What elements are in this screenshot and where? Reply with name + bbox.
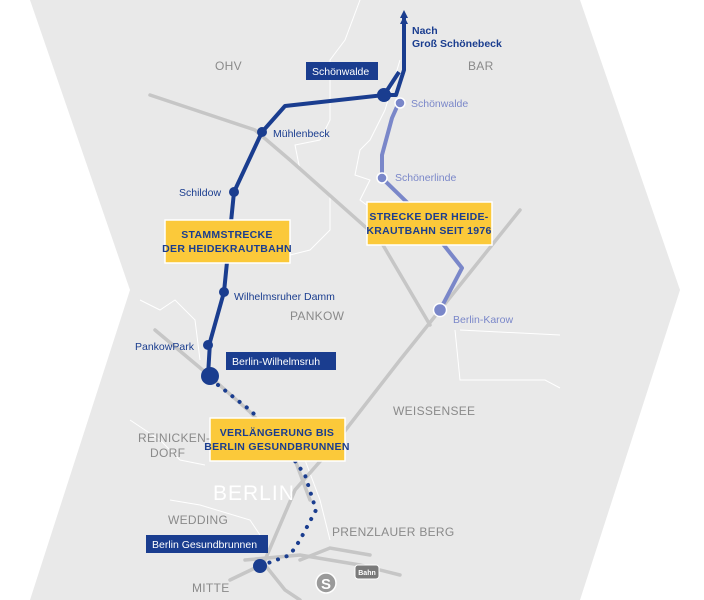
main-station-markers bbox=[201, 88, 391, 573]
station-box-gesundbrunnen[interactable]: Berlin Gesundbrunnen bbox=[146, 535, 268, 553]
district-label-wedding: WEDDING bbox=[168, 513, 228, 527]
direction-label-line1: Nach bbox=[412, 25, 438, 37]
callout-seit-1976-line1: STRECKE DER HEIDE- bbox=[369, 211, 488, 223]
bahn-icon: Bahn bbox=[354, 564, 380, 580]
callout-seit-1976-line2: KRAUTBAHN SEIT 1976 bbox=[366, 225, 491, 237]
station-marker-wilhelmsruher-damm[interactable] bbox=[219, 287, 229, 297]
station-marker-gesundbrunnen[interactable] bbox=[253, 559, 267, 573]
callout-verlaengerung-line2: BERLIN GESUNDBRUNNEN bbox=[204, 441, 349, 453]
station-box-schoenwalde[interactable]: Schönwalde bbox=[306, 62, 378, 80]
station-label-pankowpark: PankowPark bbox=[135, 341, 195, 353]
secondary-station-markers bbox=[376, 97, 448, 318]
station-box-label-wilhelmsruh: Berlin-Wilhelmsruh bbox=[232, 356, 320, 368]
district-label-reinickendorf-1: REINICKEN- bbox=[138, 431, 210, 445]
station-marker-schoenwalde-main[interactable] bbox=[377, 88, 391, 102]
station-box-label-gesundbrunnen: Berlin Gesundbrunnen bbox=[152, 539, 257, 551]
station-marker-schoenwalde-secondary[interactable] bbox=[394, 97, 406, 109]
station-marker-karow[interactable] bbox=[432, 302, 448, 318]
district-label-prenzlauer-berg: PRENZLAUER BERG bbox=[332, 525, 455, 539]
callout-stammstrecke-line2: DER HEIDEKRAUTBAHN bbox=[162, 243, 292, 255]
station-label-muehlenbeck: Mühlenbeck bbox=[273, 128, 330, 140]
district-label-weissensee: WEISSENSEE bbox=[393, 404, 475, 418]
district-label-reinickendorf-2: DORF bbox=[150, 446, 185, 460]
bahn-icon-label: Bahn bbox=[358, 570, 376, 577]
callout-seit-1976: STRECKE DER HEIDE- KRAUTBAHN SEIT 1976 bbox=[366, 201, 493, 246]
line-extension-dotted bbox=[216, 383, 319, 568]
direction-label-line2: Groß Schönebeck bbox=[412, 38, 502, 50]
callout-stammstrecke: STAMMSTRECKE DER HEIDEKRAUTBAHN bbox=[162, 219, 292, 264]
callout-verlaengerung-line1: VERLÄNGERUNG BIS bbox=[220, 426, 334, 439]
callout-verlaengerung: VERLÄNGERUNG BIS BERLIN GESUNDBRUNNEN bbox=[204, 417, 349, 462]
station-marker-schildow[interactable] bbox=[229, 187, 239, 197]
station-box-wilhelmsruh[interactable]: Berlin-Wilhelmsruh bbox=[226, 352, 336, 370]
station-box-label-schoenwalde: Schönwalde bbox=[312, 66, 369, 78]
district-label-mitte: MITTE bbox=[192, 581, 230, 595]
station-marker-schoenerlinde[interactable] bbox=[376, 172, 388, 184]
city-label-berlin: BERLIN bbox=[213, 482, 295, 505]
district-label-pankow: PANKOW bbox=[290, 309, 345, 323]
station-marker-muehlenbeck[interactable] bbox=[257, 127, 267, 137]
station-marker-pankowpark[interactable] bbox=[203, 340, 213, 350]
station-label-schoenerlinde: Schönerlinde bbox=[395, 172, 456, 184]
station-label-schoenwalde-secondary: Schönwalde bbox=[411, 98, 468, 110]
map-background-shape bbox=[30, 0, 680, 600]
direction-arrow-icon bbox=[400, 10, 408, 24]
station-label-karow: Berlin-Karow bbox=[453, 314, 514, 326]
sbahn-icon: S bbox=[315, 572, 337, 594]
callout-stammstrecke-line1: STAMMSTRECKE bbox=[181, 229, 273, 241]
station-label-schildow: Schildow bbox=[179, 187, 221, 199]
station-marker-wilhelmsruh[interactable] bbox=[201, 367, 219, 385]
station-label-wilhelmsruher-damm: Wilhelmsruher Damm bbox=[234, 291, 335, 303]
district-label-ohv: OHV bbox=[215, 59, 242, 73]
sbahn-icon-letter: S bbox=[321, 576, 331, 593]
district-label-bar: BAR bbox=[468, 59, 494, 73]
